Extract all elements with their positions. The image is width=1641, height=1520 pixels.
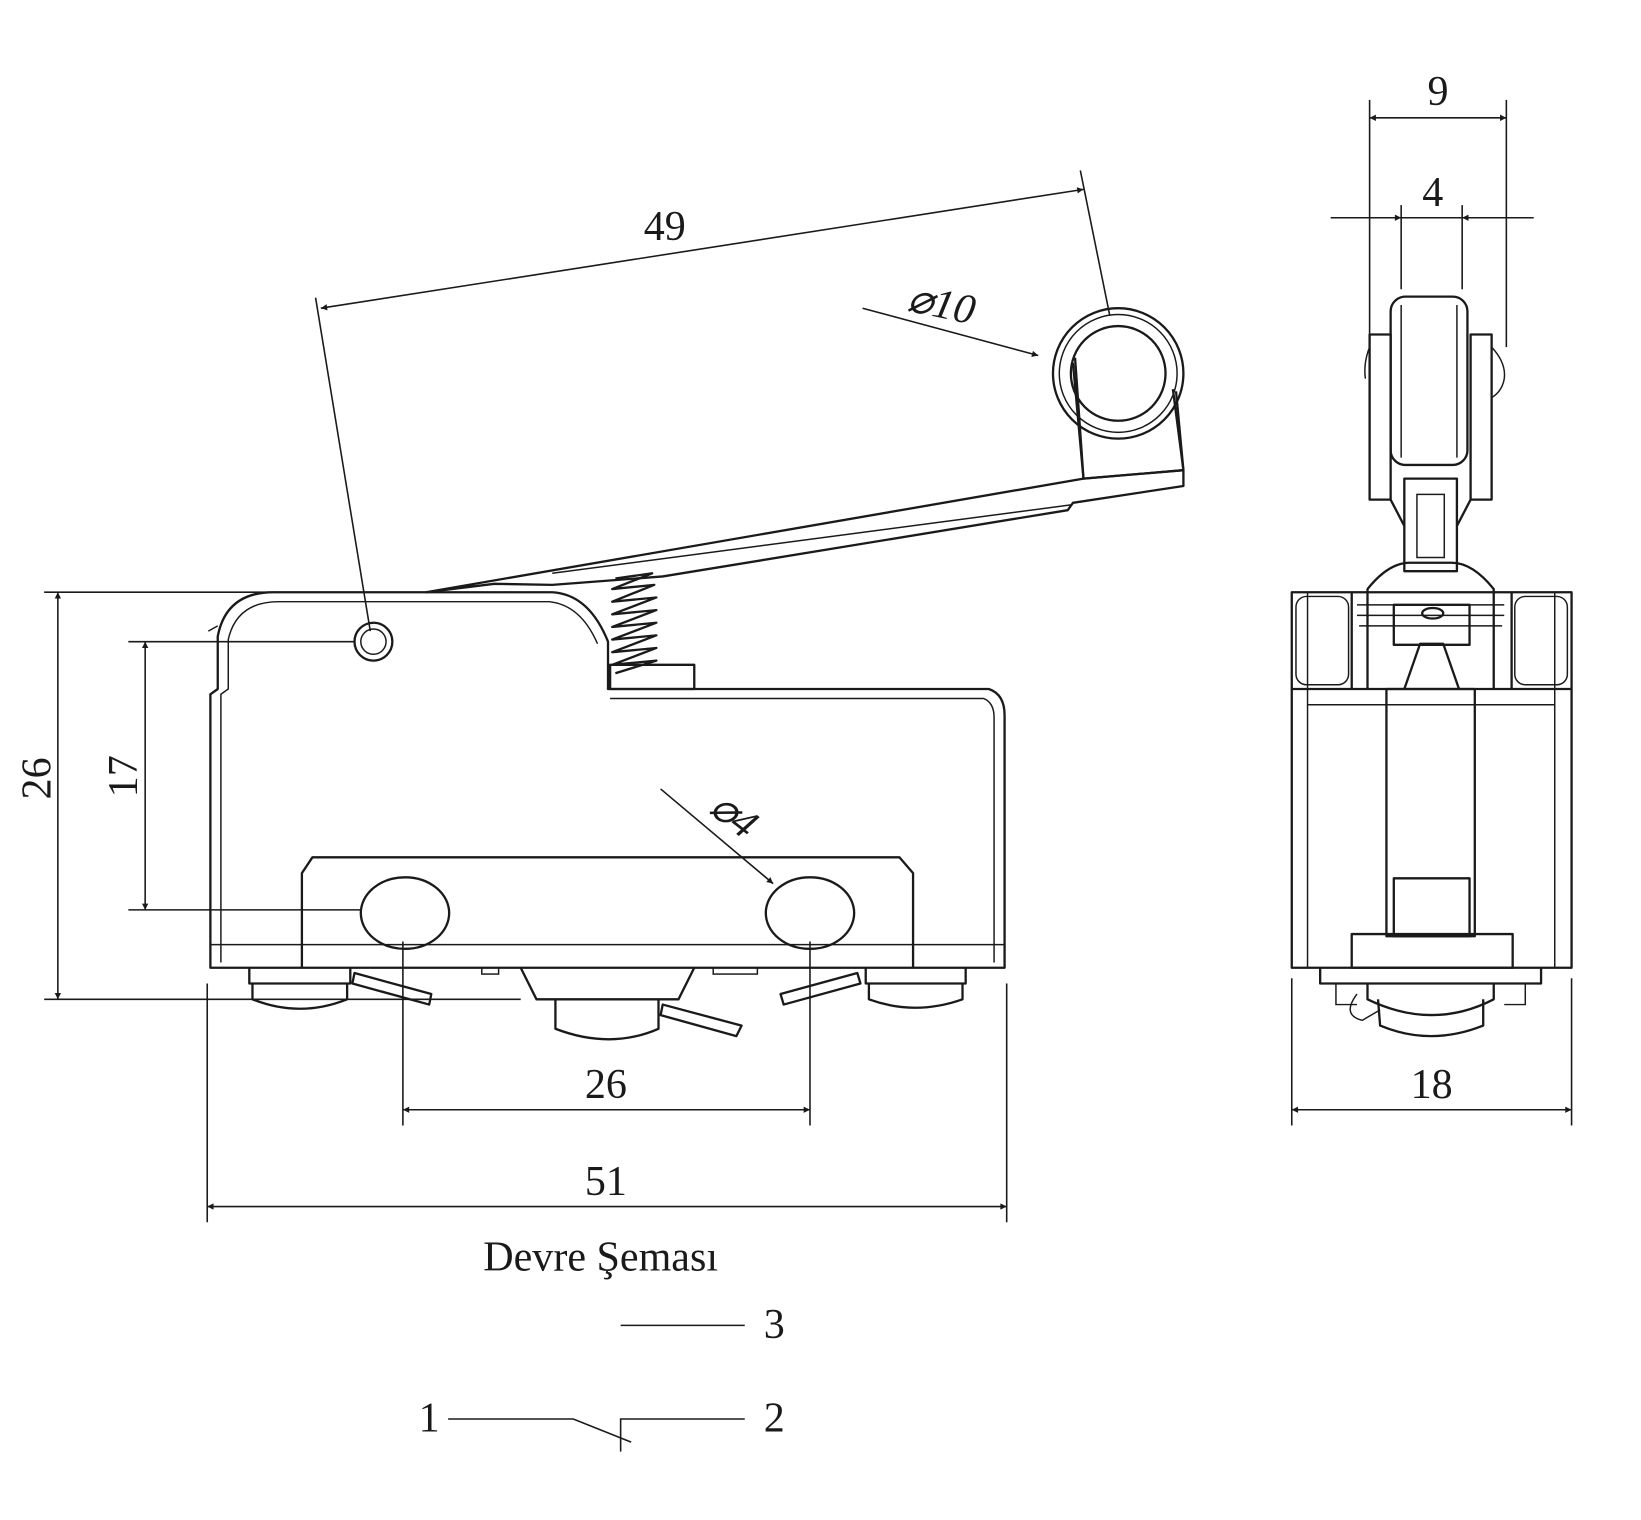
side-view: 49 ⌀10 26 17 ⌀4 26 <box>14 170 1185 1223</box>
dimension-hole-spacing: 26 <box>402 941 811 1126</box>
terminals <box>248 967 967 1041</box>
dimension-17: 17 <box>101 640 361 911</box>
dim-roller-diameter-label: ⌀10 <box>904 275 979 334</box>
front-terminals <box>1319 967 1543 1038</box>
circuit-diagram: Devre Şeması 3 1 2 <box>419 1235 785 1452</box>
switch-body <box>207 591 1006 969</box>
lever-arm <box>424 357 1185 594</box>
dim-width-label: 51 <box>585 1159 627 1205</box>
front-body <box>1290 591 1573 969</box>
dim-roller-bracket-label: 9 <box>1427 69 1448 115</box>
terminal-2-line <box>619 1418 745 1452</box>
dim-body-depth-label: 18 <box>1411 1062 1453 1108</box>
front-roller <box>1389 295 1469 467</box>
mounting-hole-left <box>359 876 451 950</box>
dimension-4: 4 <box>1330 170 1534 290</box>
dim-height-label: 26 <box>14 757 60 799</box>
spring <box>608 572 696 691</box>
pivot-hole <box>353 621 394 662</box>
dimension-width-51: 51 <box>206 983 1008 1223</box>
front-actuator <box>1356 333 1506 690</box>
mounting-plate <box>300 856 915 968</box>
dim-roller-width-label: 4 <box>1422 170 1443 216</box>
dimension-height-26: 26 <box>14 591 521 1001</box>
dimension-49: 49 <box>314 170 1111 632</box>
mounting-hole-right <box>764 876 856 950</box>
terminal-3-label: 3 <box>764 1302 785 1348</box>
dimension-9: 9 <box>1368 69 1508 348</box>
dim-hole-spacing-label: 26 <box>585 1062 627 1108</box>
dimension-roller-diameter: ⌀10 <box>862 275 1039 357</box>
roller <box>1051 307 1185 480</box>
terminal-2-label: 2 <box>764 1396 785 1442</box>
dim-hole-height-label: 17 <box>101 755 147 797</box>
terminal-1-label: 1 <box>419 1396 440 1442</box>
dim-hole-diameter-label: ⌀4 <box>701 783 766 848</box>
dimension-hole-diameter: ⌀4 <box>660 783 774 885</box>
front-view: 9 4 18 <box>1290 69 1573 1126</box>
circuit-title: Devre Şeması <box>483 1235 718 1281</box>
dim-lever-length-label: 49 <box>644 204 686 250</box>
switch-contact <box>448 1418 632 1443</box>
dimension-18: 18 <box>1290 978 1573 1126</box>
